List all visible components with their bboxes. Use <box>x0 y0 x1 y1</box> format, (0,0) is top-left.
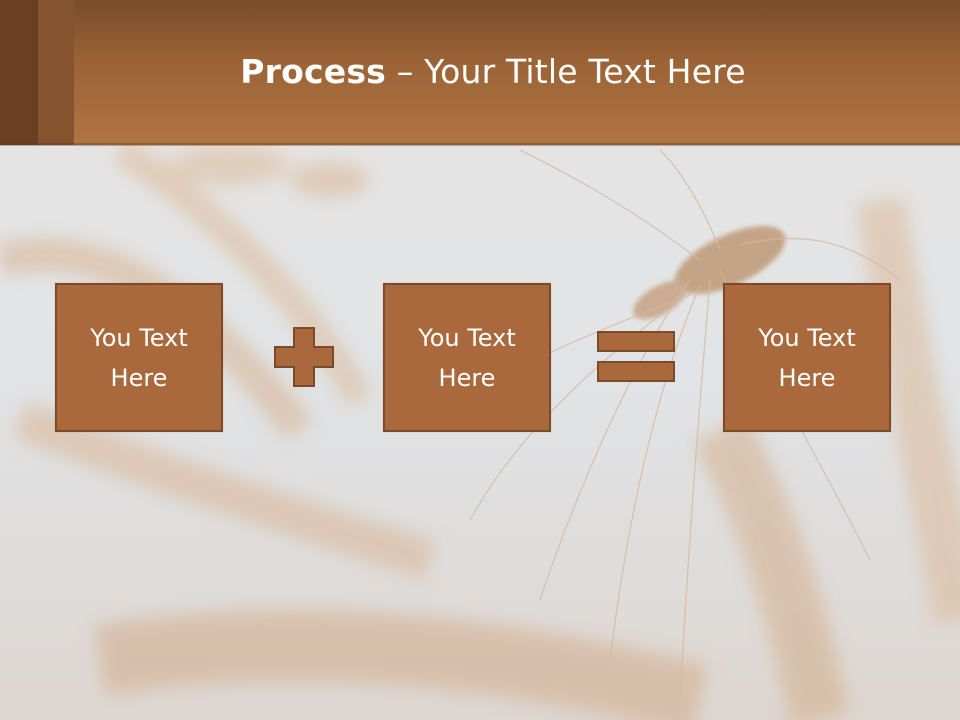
process-box-1[interactable]: You Text Here <box>55 283 223 432</box>
title-rest: – Your Title Text Here <box>386 52 746 91</box>
accent-stripe <box>38 0 74 145</box>
equals-icon <box>597 331 675 382</box>
process-box-3[interactable]: You Text Here <box>723 283 891 432</box>
process-box-text: You Text Here <box>90 323 188 392</box>
process-box-text: You Text Here <box>418 323 516 392</box>
title-bar: Process – Your Title Text Here <box>0 0 960 146</box>
slide-title[interactable]: Process – Your Title Text Here <box>0 52 960 91</box>
process-box-text: You Text Here <box>758 323 856 392</box>
process-box-2[interactable]: You Text Here <box>383 283 551 432</box>
plus-icon <box>274 327 334 387</box>
accent-stripe <box>0 0 38 145</box>
title-bold: Process <box>240 52 387 91</box>
divider <box>0 143 960 146</box>
